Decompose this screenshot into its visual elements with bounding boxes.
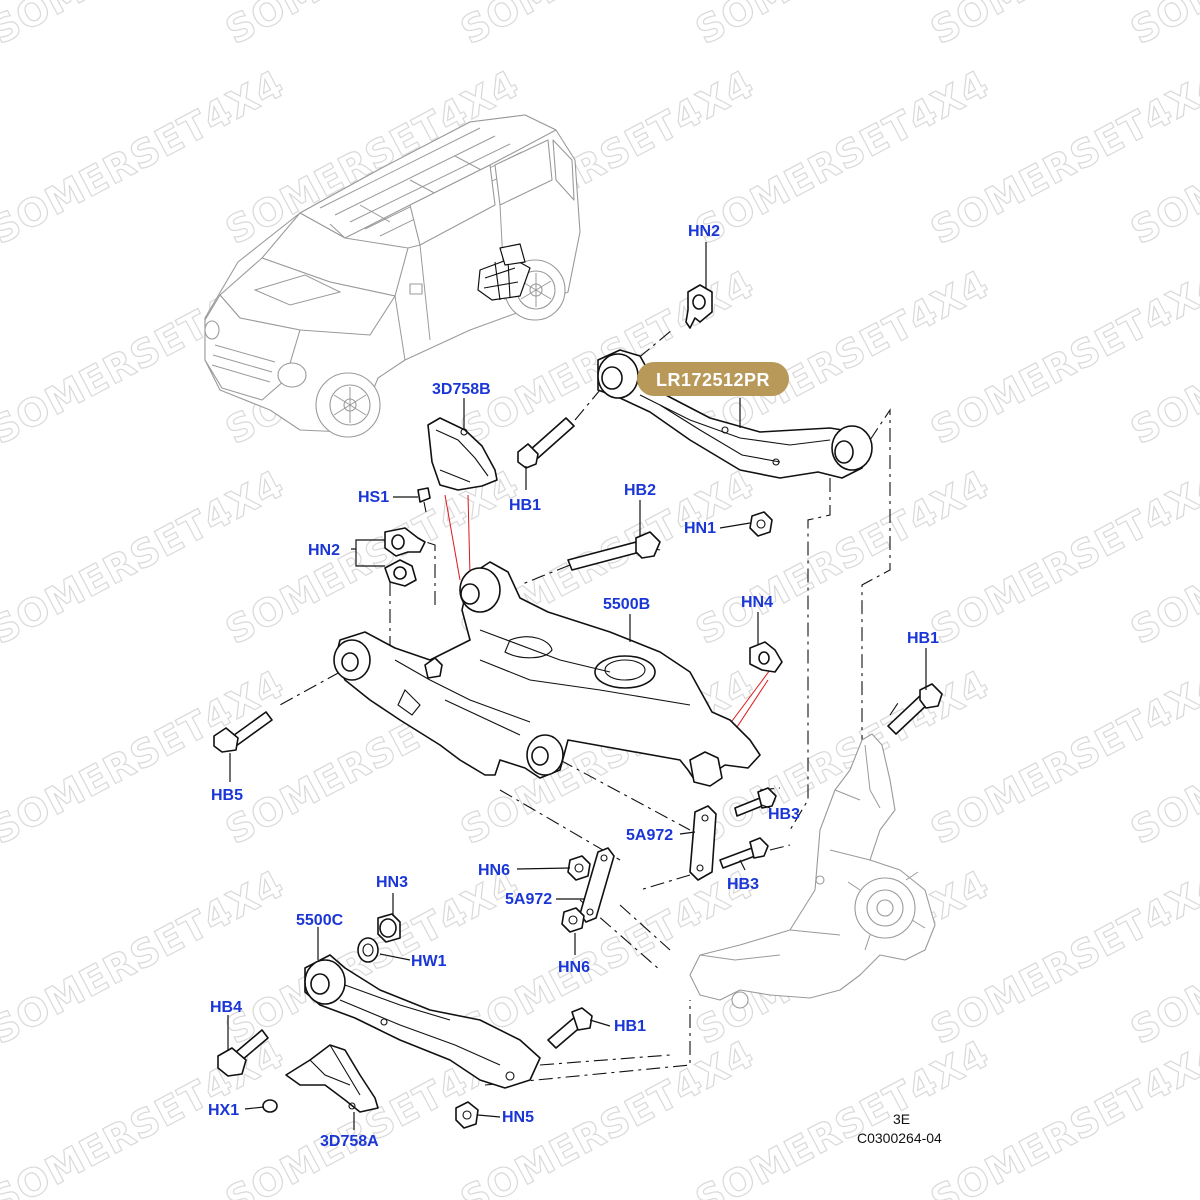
hb1-upper-bolt — [517, 417, 575, 469]
hb5-bolt — [213, 711, 273, 753]
drawing-reference: 3E C0300264-04 — [857, 1111, 942, 1146]
hn2-left-brackets — [384, 527, 426, 587]
part-number-badge: LR172512PR — [637, 362, 789, 396]
label-5500b: 5500B — [603, 596, 650, 613]
bracket-3d758a — [285, 1044, 379, 1113]
label-hb1-lower: HB1 — [614, 1018, 646, 1035]
label-3d758a: 3D758A — [320, 1133, 379, 1150]
label-hs1: HS1 — [358, 489, 389, 506]
hb2-long-bolt — [567, 531, 661, 571]
hn2-top-bracket — [685, 284, 713, 329]
label-5500c: 5500C — [296, 912, 344, 929]
hx1-hn5-fasteners — [262, 1099, 479, 1129]
vehicle-locator-illustration — [204, 114, 581, 438]
label-hn1: HN1 — [684, 520, 716, 537]
label-hb5: HB5 — [211, 787, 243, 804]
label-hn2-left: HN2 — [308, 542, 340, 559]
label-hb3-upper: HB3 — [768, 806, 800, 823]
label-3d758b: 3D758B — [432, 381, 491, 398]
label-hw1: HW1 — [411, 953, 447, 970]
label-hn6-upper: HN6 — [478, 862, 510, 879]
label-hn4: HN4 — [741, 594, 773, 611]
hn4-bracket — [749, 641, 783, 673]
assembly-lines — [279, 290, 901, 1086]
link-5a972-right — [689, 805, 717, 881]
label-hn2-top: HN2 — [688, 223, 720, 240]
label-hb1-right: HB1 — [907, 630, 939, 647]
label-hb3-lower: HB3 — [727, 876, 759, 893]
part-number-text: LR172512PR — [656, 370, 770, 390]
hb4-bolt — [217, 1029, 269, 1077]
hn3-hw1-parts — [357, 913, 401, 963]
hb3-bolts — [719, 787, 777, 869]
label-hb2: HB2 — [624, 482, 656, 499]
callout-labels: HN2 3D758B HB1 HS1 HN2 HB2 HN1 5500B HN4… — [208, 223, 939, 1150]
label-hn3: HN3 — [376, 874, 408, 891]
lower-arm-5500c — [304, 954, 541, 1089]
hn6-nuts — [561, 855, 591, 933]
hn1-nut — [749, 511, 773, 537]
hb1-lower-bolt — [547, 1007, 593, 1049]
label-hb1-upper: HB1 — [509, 497, 541, 514]
hb1-right-bolt — [887, 683, 943, 735]
subframe-5500b — [333, 561, 761, 787]
label-5a972-upper: 5A972 — [626, 827, 673, 844]
label-hx1: HX1 — [208, 1102, 239, 1119]
watermark: SOMERSET4X4 — [1124, 0, 1200, 53]
wheel-knuckle — [689, 733, 936, 1009]
label-hb4: HB4 — [210, 999, 242, 1016]
sheet-reference: 3E — [893, 1111, 910, 1127]
leader-lines — [227, 242, 927, 1130]
hs1-screw — [417, 487, 431, 513]
label-hn5: HN5 — [502, 1109, 534, 1126]
drawing-code: C0300264-04 — [857, 1130, 942, 1146]
label-hn6-lower: HN6 — [558, 959, 590, 976]
label-5a972-lower: 5A972 — [505, 891, 552, 908]
